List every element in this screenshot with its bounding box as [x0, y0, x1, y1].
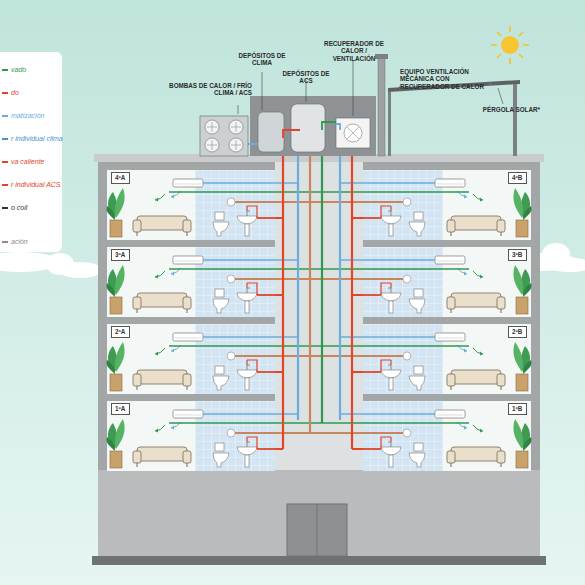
- equipment-label: BOMBAS DE CALOR / FRÍO CLIMA / ACS: [168, 82, 252, 97]
- legend-item: matización: [11, 112, 44, 120]
- legend-item: vado: [11, 66, 26, 74]
- unit-tag: 3ºA: [111, 249, 130, 261]
- unit-number: 1ºB: [512, 405, 523, 412]
- legend-swatch: [2, 207, 8, 209]
- unit-tag: 2ºB: [508, 326, 527, 338]
- legend-item: do: [11, 89, 19, 97]
- equipment-label: EQUIPO VENTILACIÓN MECÁNICA CON RECUPERA…: [400, 68, 496, 90]
- legend-text: r individual ACS: [11, 181, 61, 188]
- unit-tag: 1ºB: [508, 403, 527, 415]
- unit-number: 4ºB: [512, 174, 523, 181]
- equipment-label: PÉRGOLA SOLAR*: [470, 106, 540, 113]
- legend-swatch: [2, 115, 8, 117]
- unit-tag: 1ºA: [111, 403, 130, 415]
- equipment-label: DEPÓSITOS DE ACS: [276, 70, 336, 85]
- legend-swatch: [2, 92, 8, 94]
- unit-number: 1ºA: [115, 405, 126, 412]
- legend-item: r individual ACS: [11, 181, 61, 189]
- equipment-label: RECUPERADOR DE CALOR / VENTILACIÓN: [320, 40, 388, 62]
- legend-text: va caliente: [11, 158, 44, 165]
- legend-text: do: [11, 89, 19, 96]
- legend-panel: [0, 52, 62, 252]
- legend-item: ación: [11, 238, 28, 246]
- legend-swatch: [2, 161, 8, 163]
- legend-swatch: [2, 69, 8, 71]
- legend-text: ación: [11, 238, 28, 245]
- legend-text: o coil: [11, 204, 27, 211]
- unit-number: 2ºA: [115, 328, 126, 335]
- unit-tag: 4ºA: [111, 172, 130, 184]
- legend-text: matización: [11, 112, 44, 119]
- unit-number: 2ºB: [512, 328, 523, 335]
- legend-text: r individual clima: [11, 135, 63, 142]
- legend-swatch: [2, 241, 8, 243]
- unit-tag: 4ºB: [508, 172, 527, 184]
- legend-item: o coil: [11, 204, 27, 212]
- legend-swatch: [2, 138, 8, 140]
- unit-tag: 3ºB: [508, 249, 527, 261]
- legend-text: vado: [11, 66, 26, 73]
- equipment-label: DEPÓSITOS DE CLIMA: [232, 52, 292, 67]
- unit-number: 3ºB: [512, 251, 523, 258]
- legend-swatch: [2, 184, 8, 186]
- unit-number: 4ºA: [115, 174, 126, 181]
- unit-number: 3ºA: [115, 251, 126, 258]
- legend-item: va caliente: [11, 158, 44, 166]
- legend-item: r individual clima: [11, 135, 63, 143]
- unit-tag: 2ºA: [111, 326, 130, 338]
